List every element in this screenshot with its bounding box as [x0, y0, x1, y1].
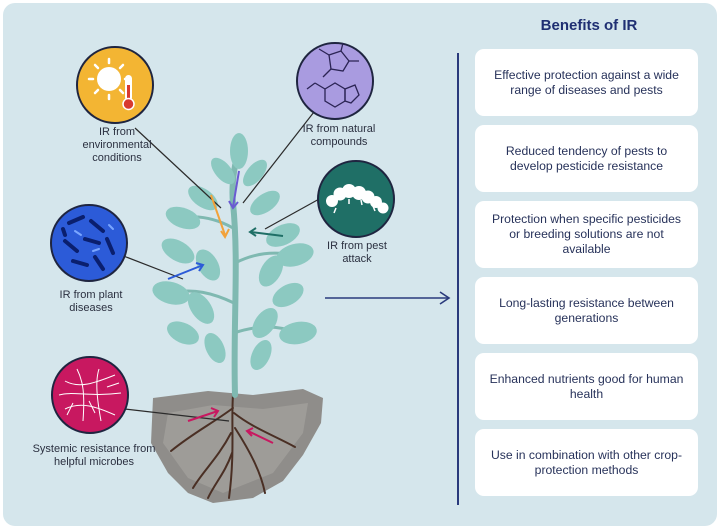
caterpillar-icon — [317, 160, 395, 238]
benefit-card: Effective protection against a wide rang… — [475, 49, 698, 116]
benefit-card: Protection when specific pesticides or b… — [475, 201, 698, 268]
panel-divider — [457, 53, 459, 505]
label-helpful-microbes: Systemic resistance from helpful microbe… — [32, 443, 156, 468]
molecule-icon — [296, 42, 374, 120]
label-plant-diseases: IR from plant diseases — [59, 289, 123, 314]
benefit-text: Use in combination with other crop-prote… — [490, 447, 683, 477]
label-pest-attack: IR from pest attack — [327, 240, 387, 265]
benefit-text: Long-lasting resistance between generati… — [499, 295, 674, 325]
benefits-title: Benefits of IR — [540, 17, 638, 34]
label-environmental-conditions: IR from environmental conditions — [82, 126, 152, 164]
benefit-card: Long-lasting resistance between generati… — [475, 277, 698, 344]
plant-stem — [229, 145, 242, 398]
benefit-text: Enhanced nutrients good for human health — [489, 371, 684, 401]
benefit-card: Use in combination with other crop-prote… — [475, 429, 698, 496]
bacteria-icon — [50, 204, 128, 282]
benefit-text: Effective protection against a wide rang… — [494, 67, 679, 97]
label-natural-compounds: IR from natural compounds — [302, 123, 376, 148]
benefit-card: Enhanced nutrients good for human health — [475, 353, 698, 420]
plant-roots — [170, 394, 296, 499]
sun-thermometer-icon — [76, 46, 154, 124]
benefit-text: Reduced tendency of pests to develop pes… — [505, 143, 668, 173]
plant-illustration — [50, 42, 451, 503]
mycelium-icon — [51, 356, 129, 434]
benefit-card: Reduced tendency of pests to develop pes… — [475, 125, 698, 192]
diagram-frame: IR from environmental conditions IR from… — [3, 3, 717, 526]
benefit-text: Protection when specific pesticides or b… — [491, 212, 681, 256]
main-arrow — [325, 291, 451, 305]
